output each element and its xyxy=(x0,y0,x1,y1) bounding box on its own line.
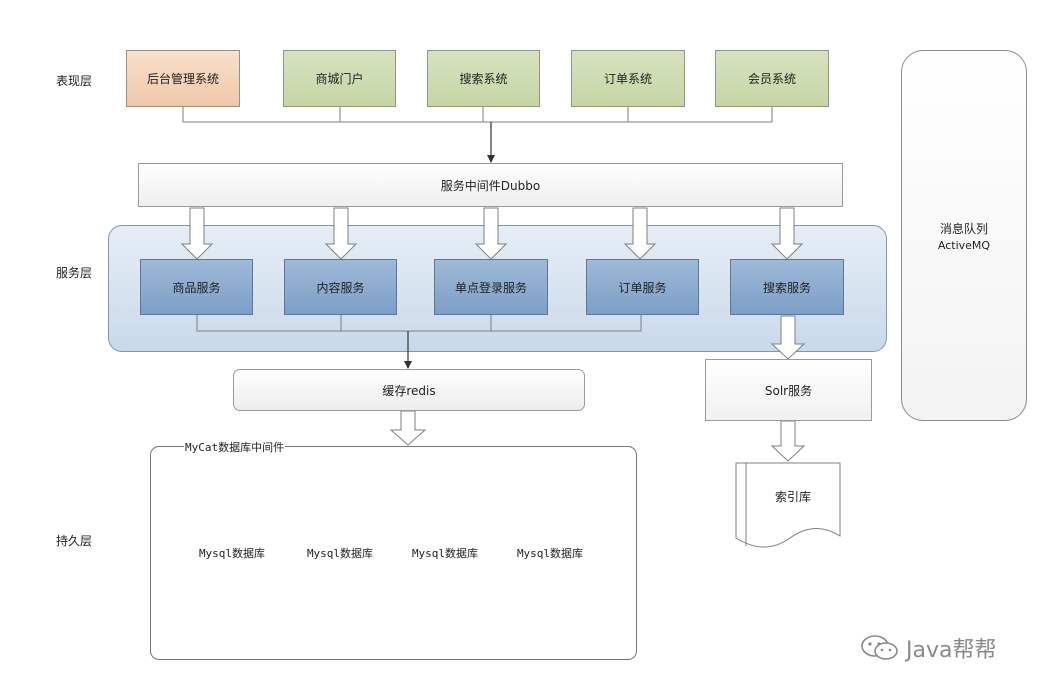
mycat-label: MyCat数据库中间件 xyxy=(184,439,286,455)
dubbo-to-service-arrows xyxy=(180,207,804,260)
mq-subtitle: ActiveMQ xyxy=(937,238,991,252)
mysql-label-1: Mysql数据库 xyxy=(198,547,266,560)
system-box-search: 搜索系统 xyxy=(427,50,540,107)
index-db-label: 索引库 xyxy=(774,489,811,504)
mycat-container xyxy=(150,446,637,660)
service-box-product: 商品服务 xyxy=(140,259,253,315)
message-queue: 消息队列 ActiveMQ xyxy=(901,50,1027,421)
system-box-member: 会员系统 xyxy=(715,50,829,107)
top-join-lines xyxy=(182,107,773,123)
system-box-portal: 商城门户 xyxy=(283,50,396,107)
service-box-search: 搜索服务 xyxy=(730,259,844,315)
layer-label-service: 服务层 xyxy=(56,266,93,280)
layer-label-presentation: 表现层 xyxy=(56,74,93,88)
system-box-order: 订单系统 xyxy=(571,50,685,107)
watermark: Java帮帮 xyxy=(860,632,996,664)
service-join-lines xyxy=(196,315,642,332)
cache-redis: 缓存redis xyxy=(233,369,585,411)
mysql-label-4: Mysql数据库 xyxy=(516,547,584,560)
middleware-dubbo: 服务中间件Dubbo xyxy=(138,163,843,207)
service-box-content: 内容服务 xyxy=(284,259,397,315)
index-db-shape xyxy=(735,462,841,548)
search-to-solr-arrow xyxy=(770,315,806,360)
layer-label-persistence: 持久层 xyxy=(56,534,93,548)
watermark-text: Java帮帮 xyxy=(906,638,997,663)
service-box-order: 订单服务 xyxy=(586,259,699,315)
cache-to-mycat-arrow xyxy=(389,410,427,446)
system-box-admin: 后台管理系统 xyxy=(126,50,240,107)
mysql-label-2: Mysql数据库 xyxy=(306,547,374,560)
mq-title: 消息队列 xyxy=(939,221,988,236)
wechat-icon xyxy=(860,634,900,662)
solr-to-index-arrow xyxy=(770,420,806,462)
solr-service: Solr服务 xyxy=(705,359,872,421)
mysql-label-3: Mysql数据库 xyxy=(411,547,479,560)
service-box-sso: 单点登录服务 xyxy=(434,259,548,315)
